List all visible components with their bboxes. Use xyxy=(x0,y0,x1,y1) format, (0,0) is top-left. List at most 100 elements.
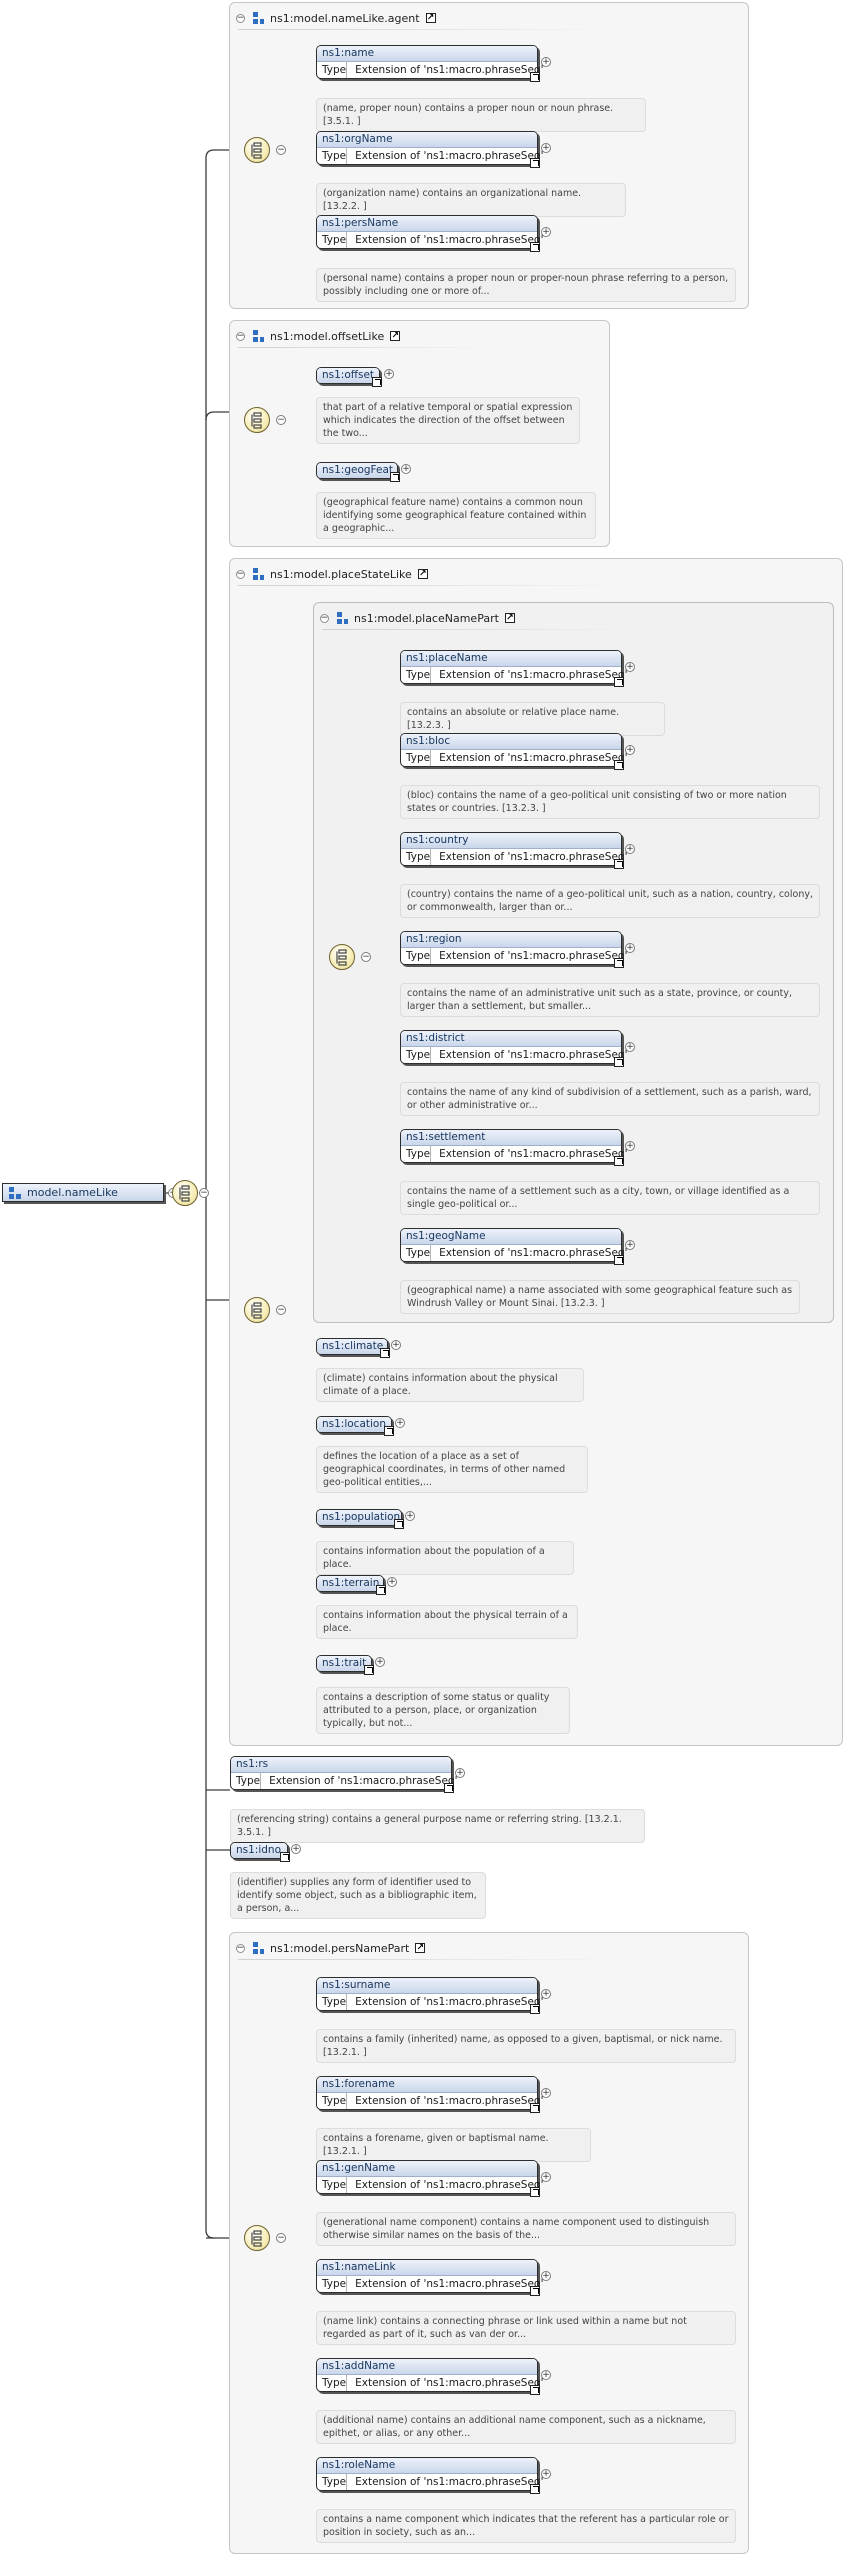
link-icon[interactable] xyxy=(614,958,624,968)
main-sequence-toggle[interactable]: − xyxy=(199,1188,209,1198)
link-icon[interactable]: ↗ xyxy=(415,1943,426,1953)
link-icon[interactable] xyxy=(280,1852,290,1862)
element-terrain[interactable]: ns1:terrain xyxy=(316,1575,386,1595)
expand-icon[interactable]: + xyxy=(395,1418,405,1428)
description: contains the name of any kind of subdivi… xyxy=(400,1082,820,1116)
sequence-toggle[interactable]: − xyxy=(276,415,286,425)
element-trait[interactable]: ns1:trait xyxy=(316,1655,374,1675)
link-icon[interactable] xyxy=(390,472,400,482)
link-icon[interactable] xyxy=(530,2484,540,2494)
root-element[interactable]: model.nameLike xyxy=(2,1183,164,1202)
collapse-icon[interactable]: − xyxy=(236,1942,245,1953)
expand-icon[interactable]: + xyxy=(541,143,551,153)
link-icon[interactable] xyxy=(530,2103,540,2113)
link-icon[interactable] xyxy=(614,677,624,687)
description: contains a name component which indicate… xyxy=(316,2509,736,2543)
group-title[interactable]: ns1:model.offsetLike xyxy=(270,329,385,343)
collapse-icon[interactable]: − xyxy=(236,330,245,341)
element-location[interactable]: ns1:location xyxy=(316,1416,394,1436)
element-geogfeat[interactable]: ns1:geogFeat xyxy=(316,462,400,482)
expand-icon[interactable]: + xyxy=(541,2469,551,2479)
link-icon[interactable] xyxy=(380,1348,390,1358)
group-title[interactable]: ns1:model.persNamePart xyxy=(270,1941,410,1955)
link-icon[interactable]: ↗ xyxy=(417,569,428,579)
link-icon[interactable] xyxy=(614,1255,624,1265)
link-icon[interactable] xyxy=(614,760,624,770)
expand-icon[interactable]: + xyxy=(541,57,551,67)
sequence-toggle[interactable]: − xyxy=(276,2233,286,2243)
group-title[interactable]: ns1:model.placeStateLike xyxy=(270,567,412,581)
sequence-toggle[interactable]: − xyxy=(361,952,371,962)
expand-icon[interactable]: + xyxy=(541,2271,551,2281)
link-icon[interactable] xyxy=(530,158,540,168)
expand-icon[interactable]: + xyxy=(455,1768,465,1778)
element-idno[interactable]: ns1:idno xyxy=(230,1842,290,1862)
group-title[interactable]: ns1:model.nameLike.agent xyxy=(270,11,420,25)
expand-icon[interactable]: + xyxy=(625,844,635,854)
expand-icon[interactable]: + xyxy=(387,1577,397,1587)
link-icon[interactable] xyxy=(364,1665,374,1675)
expand-icon[interactable]: + xyxy=(625,943,635,953)
expand-icon[interactable]: + xyxy=(405,1511,415,1521)
group-title[interactable]: ns1:model.placeNamePart xyxy=(354,611,499,625)
expand-icon[interactable]: + xyxy=(375,1657,385,1667)
link-icon[interactable]: ↗ xyxy=(390,331,401,341)
expand-icon[interactable]: + xyxy=(625,745,635,755)
expand-icon[interactable]: + xyxy=(541,2370,551,2380)
sequence-toggle[interactable]: − xyxy=(276,1305,286,1315)
link-icon[interactable] xyxy=(372,377,382,387)
element-population[interactable]: ns1:population xyxy=(316,1509,404,1529)
collapse-icon[interactable]: − xyxy=(236,12,245,23)
expand-icon[interactable]: + xyxy=(541,1989,551,1999)
expand-icon[interactable]: + xyxy=(541,227,551,237)
link-icon[interactable] xyxy=(376,1585,386,1595)
link-icon[interactable] xyxy=(614,1057,624,1067)
link-icon[interactable] xyxy=(530,2004,540,2014)
link-icon[interactable]: ↗ xyxy=(504,613,515,623)
link-icon[interactable] xyxy=(530,242,540,252)
expand-icon[interactable]: + xyxy=(391,1340,401,1350)
expand-icon[interactable]: + xyxy=(541,2172,551,2182)
expand-icon[interactable]: + xyxy=(625,1141,635,1151)
element-offset[interactable]: ns1:offset xyxy=(316,367,382,387)
expand-icon[interactable]: + xyxy=(401,464,411,474)
link-icon[interactable] xyxy=(614,859,624,869)
link-icon[interactable] xyxy=(530,72,540,82)
expand-icon[interactable]: + xyxy=(291,1844,301,1854)
sequence-toggle[interactable]: − xyxy=(276,145,286,155)
expand-icon[interactable]: + xyxy=(625,1240,635,1250)
link-icon[interactable] xyxy=(394,1519,404,1529)
link-icon[interactable] xyxy=(530,2286,540,2296)
link-icon[interactable] xyxy=(530,2187,540,2197)
link-icon[interactable] xyxy=(530,2385,540,2395)
link-icon[interactable] xyxy=(614,1156,624,1166)
link-icon[interactable]: ↗ xyxy=(425,13,436,23)
link-icon[interactable] xyxy=(384,1426,394,1436)
collapse-icon[interactable]: − xyxy=(320,612,329,623)
expand-icon[interactable]: + xyxy=(541,2088,551,2098)
collapse-icon[interactable]: − xyxy=(236,568,245,579)
link-icon[interactable] xyxy=(444,1783,454,1793)
element-climate[interactable]: ns1:climate xyxy=(316,1338,390,1358)
expand-icon[interactable]: + xyxy=(625,662,635,672)
sequence-icon xyxy=(244,137,270,163)
expand-icon[interactable]: + xyxy=(384,369,394,379)
expand-icon[interactable]: + xyxy=(625,1042,635,1052)
